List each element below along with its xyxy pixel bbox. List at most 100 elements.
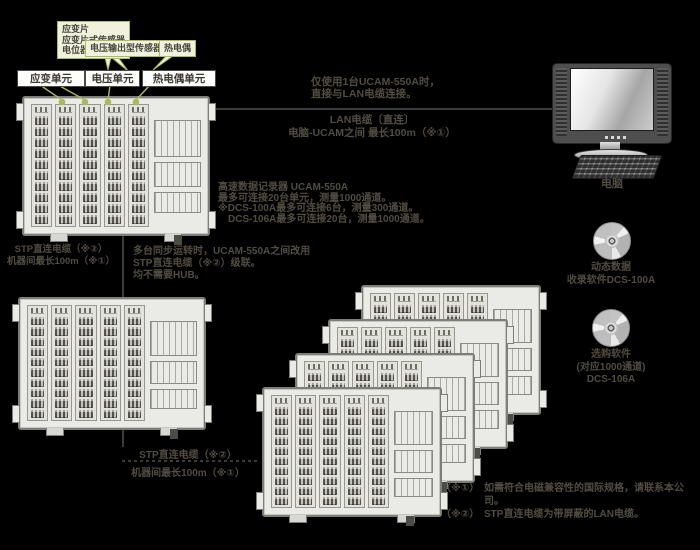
note-logger-description: 高速数据记录器 UCAM-550A 最多可连接20台单元，测量1000通道。 ※… (218, 182, 430, 225)
terminal-row (35, 193, 49, 202)
mount-ear (506, 326, 514, 344)
unit-connector (406, 516, 414, 526)
terminal-row (127, 327, 142, 336)
terminal-row (323, 447, 337, 455)
unit-connector (174, 235, 182, 245)
terminal-row (398, 305, 412, 313)
note-stp-bottom-length: 机器间最长100m（※①） (131, 468, 245, 479)
note-line: DCS-106A最多可连接20台，测量1000通道。 (218, 213, 430, 225)
terminal-row (389, 339, 403, 347)
terminal-row (299, 417, 313, 425)
terminal-columns (31, 104, 150, 227)
terminal-row (55, 378, 69, 388)
label-dcs100a: 动态数据 收录软件DCS-100A (538, 262, 684, 287)
cd-disc-icon-dcs100a (593, 222, 631, 260)
note-line: 最多可连接20台单元，测量1000通道。 (218, 192, 392, 204)
terminal-row (103, 327, 117, 336)
terminal-row (275, 457, 289, 465)
terminal-row (422, 305, 436, 313)
terminal-row (31, 337, 45, 346)
column-header (365, 330, 379, 336)
callout-line: 应变片 (62, 24, 90, 34)
terminal-row (79, 399, 93, 408)
mount-ear (539, 390, 547, 408)
terminal-row (103, 409, 117, 418)
note-line: 收录软件DCS-100A (566, 274, 656, 286)
side-panel (394, 411, 433, 505)
terminal-row (323, 487, 337, 495)
terminal-row (323, 407, 337, 415)
column-header (83, 107, 97, 113)
terminal-row (275, 437, 289, 445)
unit-foot (288, 515, 307, 523)
terminal-row (31, 317, 45, 326)
terminal-row (308, 373, 322, 381)
terminal-row (79, 347, 93, 357)
terminal-row (437, 339, 452, 347)
terminal-row (131, 127, 146, 136)
unit-connector (472, 448, 480, 458)
terminal-row (55, 317, 69, 326)
mount-ear (204, 304, 212, 322)
terminal-row (131, 171, 146, 180)
terminal-row (55, 347, 69, 357)
monitor-stand (600, 142, 620, 150)
footnotes: （※①） 如需符合电磁兼容性的国际规格，请联系本公司。 （※②） STP直连电缆… (441, 482, 684, 521)
terminal-row (347, 467, 361, 475)
terminal-row (347, 417, 361, 425)
unit-foot (49, 234, 68, 242)
terminal-row (127, 317, 142, 326)
note-line: 直接与LAN电缆连接。 (311, 88, 417, 100)
note-line: ※DCS-100A最多可连接6台，测量300通道。 (218, 203, 419, 214)
terminal-row (35, 116, 49, 125)
column-header (55, 308, 69, 314)
terminal-row (347, 497, 361, 505)
mount-ear (506, 424, 514, 442)
terminal-row (79, 378, 93, 388)
column-header (103, 308, 117, 314)
terminal-row (107, 182, 121, 191)
note-line: 仅使用1台UCAM-550A时， (311, 76, 440, 88)
terminal-row (413, 339, 427, 347)
terminal-row (131, 215, 146, 224)
terminal-row (103, 378, 117, 388)
side-panel (154, 120, 201, 224)
terminal-row (299, 467, 313, 475)
note-sync: 多台同步运转时，UCAM-550A之间改用 STP直连电缆（※②）级联。 均不需… (133, 246, 310, 282)
note-line: 选购软件 (591, 349, 631, 360)
ucam-550a-unit-main (16, 96, 216, 245)
terminal-column (27, 305, 49, 421)
column-header (275, 398, 289, 404)
terminal-row (131, 204, 146, 213)
terminal-row (371, 477, 386, 485)
terminal-row (323, 477, 337, 485)
terminal-column (31, 104, 53, 227)
footnote-1: （※①） 如需符合电磁兼容性的国际规格，请联系本公司。 (441, 482, 684, 508)
note-stp-left: STP直连电缆（※②） 机器间最长100m（※①） (2, 244, 120, 268)
column-header (446, 296, 460, 302)
terminal-row (83, 204, 97, 213)
callout-thermocouple: 热电偶 (159, 40, 197, 57)
terminal-row (131, 160, 146, 169)
callout-voltage-sensor: 电压输出型传感器 (85, 40, 168, 57)
terminal-row (59, 149, 73, 158)
terminal-row (59, 160, 73, 169)
terminal-row (371, 407, 386, 415)
terminal-row (31, 368, 45, 377)
terminal-row (131, 116, 146, 125)
terminal-column (123, 305, 146, 421)
terminal-row (35, 182, 49, 191)
terminal-row (83, 182, 97, 191)
terminal-row (299, 457, 313, 465)
terminal-row (275, 467, 289, 475)
unit-connector (439, 482, 447, 492)
terminal-row (103, 358, 117, 367)
terminal-row (59, 215, 73, 224)
footnote-marker: （※②） (441, 509, 480, 520)
terminal-row (35, 215, 49, 224)
note-line: 电脑-UCAM之间 最长100m（※①） (288, 127, 456, 139)
mount-ear (204, 405, 212, 423)
terminal-row (275, 497, 289, 505)
terminal-row (55, 358, 69, 367)
